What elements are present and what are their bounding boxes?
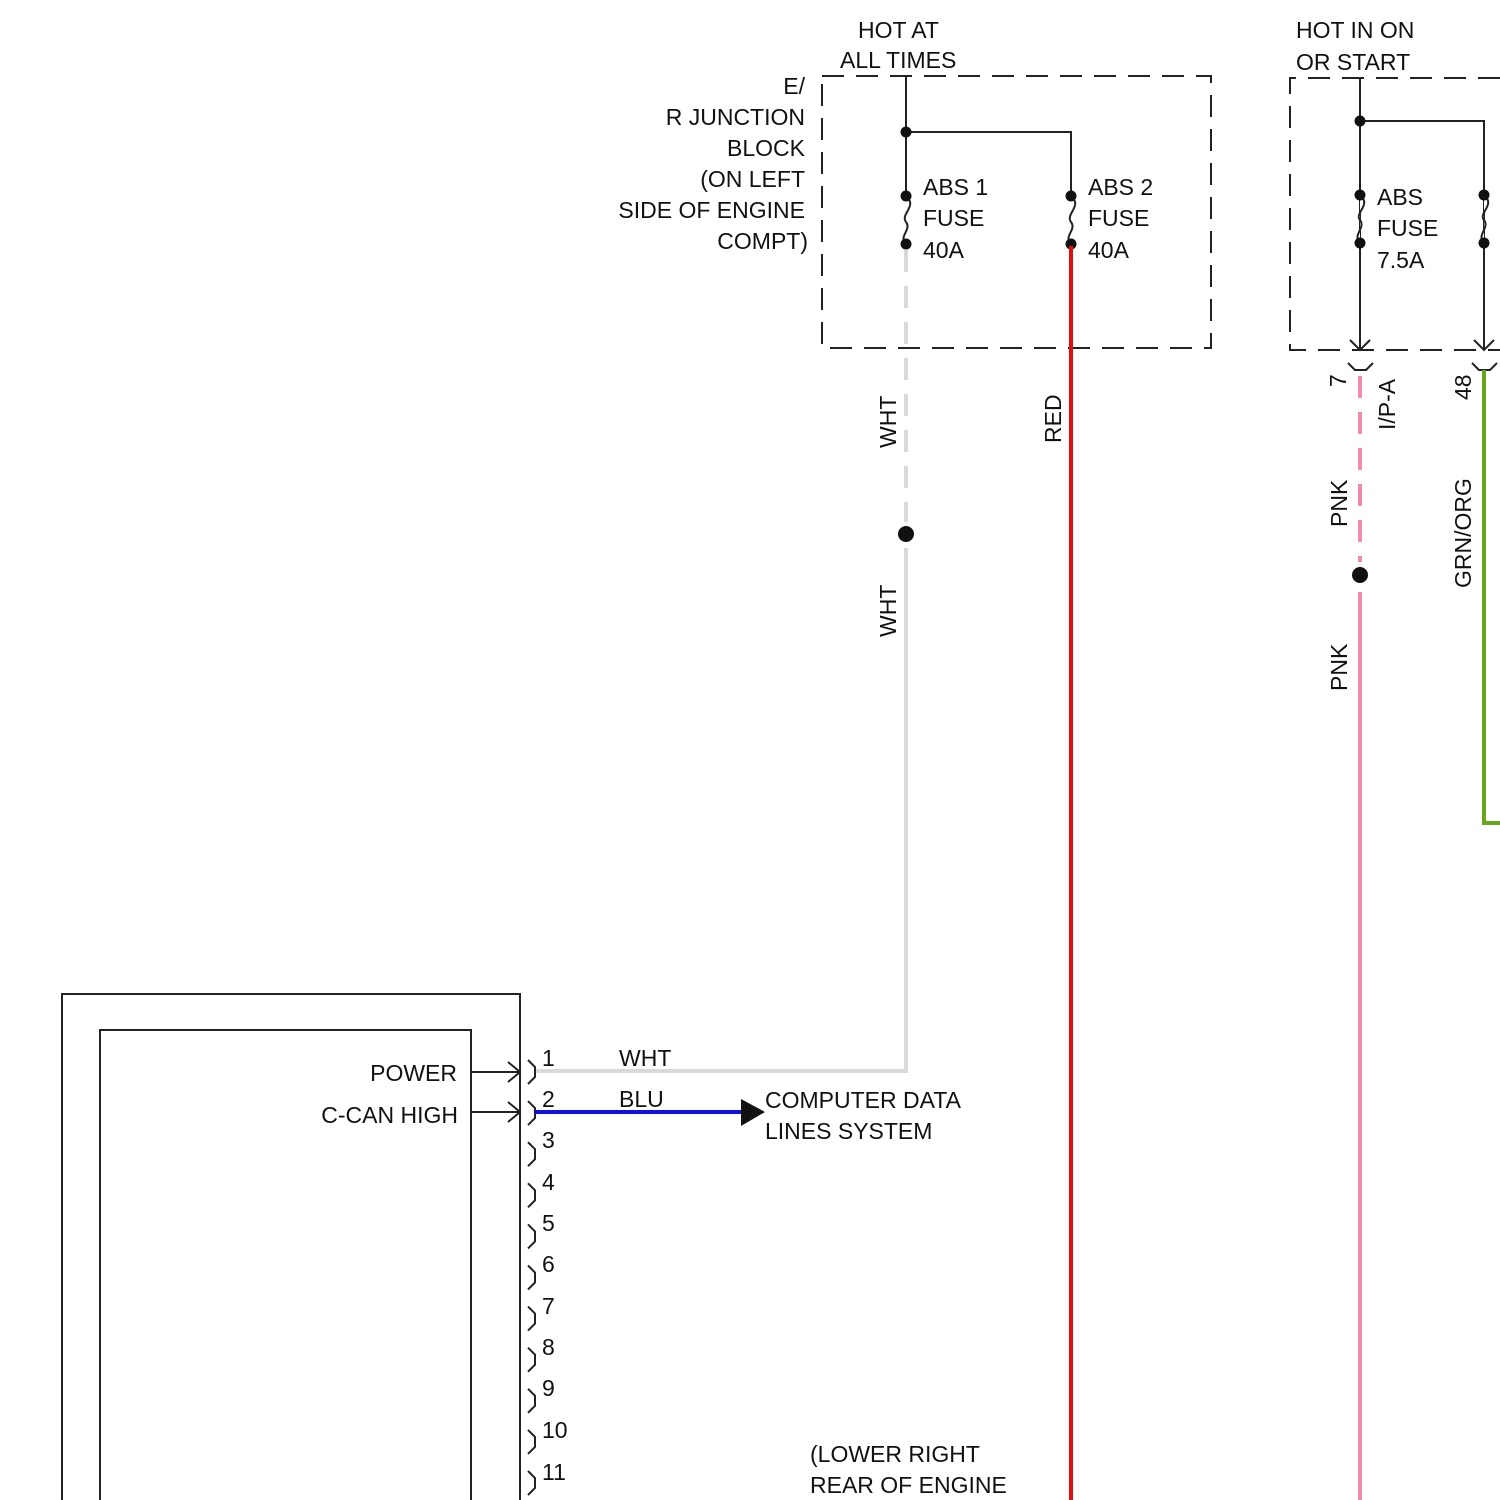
destination-computer-data-lines[interactable]: COMPUTER DATA LINES SYSTEM — [765, 1087, 962, 1144]
splice-dot — [1352, 567, 1368, 583]
input-arrows — [471, 1062, 520, 1122]
supply-label: HOT IN ON — [1296, 17, 1414, 43]
svg-text:ABS 2: ABS 2 — [1088, 174, 1153, 200]
svg-text:4: 4 — [542, 1169, 555, 1195]
arrow-right-icon — [741, 1099, 765, 1126]
wire-label-pnk-lower: PNK — [1326, 643, 1352, 691]
fuse-abs-label: ABS FUSE 7.5A — [1377, 184, 1438, 273]
fuse-abs2-label: ABS 2 FUSE 40A — [1088, 174, 1153, 263]
label-line: R JUNCTION — [666, 104, 805, 130]
svg-text:5: 5 — [542, 1210, 555, 1236]
abs-module-inner — [100, 1030, 471, 1500]
pin-socket-icon — [528, 1101, 535, 1125]
pin-socket-icon — [528, 1142, 535, 1166]
wire-label-pin2: BLU — [619, 1086, 664, 1112]
pin-label-7: 7 — [1325, 374, 1351, 387]
svg-text:8: 8 — [542, 1334, 555, 1360]
svg-text:3: 3 — [542, 1127, 555, 1153]
label-line: SIDE OF ENGINE — [618, 197, 805, 223]
junction-block-left-label: E/ R JUNCTION BLOCK (ON LEFT SIDE OF ENG… — [618, 73, 808, 254]
svg-text:7: 7 — [542, 1293, 555, 1319]
svg-text:(LOWER RIGHT: (LOWER RIGHT — [810, 1441, 980, 1467]
svg-text:40A: 40A — [923, 237, 965, 263]
pin-socket-icon — [528, 1266, 535, 1290]
wire-grn-org — [1484, 370, 1500, 823]
label-line: COMPT) — [717, 228, 808, 254]
wire-label-red: RED — [1040, 394, 1066, 443]
svg-text:COMPUTER DATA: COMPUTER DATA — [765, 1087, 962, 1113]
svg-text:REAR OF ENGINE: REAR OF ENGINE — [810, 1472, 1007, 1498]
supply-label: HOT AT — [858, 17, 939, 43]
svg-text:9: 9 — [542, 1375, 555, 1401]
pin-socket-icon — [528, 1471, 535, 1495]
pin-socket-icon — [528, 1430, 535, 1454]
connector-female-icon — [1472, 363, 1497, 370]
junction-block-left — [822, 76, 1211, 348]
svg-text:1: 1 — [542, 1045, 555, 1071]
pin-socket-icon — [528, 1183, 535, 1207]
wire-label-pin1: WHT — [619, 1045, 671, 1071]
fuse-abs1-label: ABS 1 FUSE 40A — [923, 174, 988, 263]
svg-text:2: 2 — [542, 1086, 555, 1112]
input-power: POWER — [370, 1060, 457, 1086]
wire-label-wht-upper: WHT — [875, 396, 901, 448]
svg-text:ABS: ABS — [1377, 184, 1423, 210]
fuse-abs1-icon — [903, 196, 910, 244]
svg-text:ABS 1: ABS 1 — [923, 174, 988, 200]
splice-dot — [898, 526, 914, 542]
pin-socket-icon — [528, 1307, 535, 1331]
pin-socket-icon — [528, 1060, 535, 1084]
fuse-abs2-icon — [1068, 196, 1075, 244]
input-c-can-high: C-CAN HIGH — [321, 1102, 458, 1128]
wire-label-grn-org: GRN/ORG — [1450, 478, 1476, 588]
svg-text:FUSE: FUSE — [923, 205, 984, 231]
pin-label-48: 48 — [1450, 374, 1476, 400]
location-note: (LOWER RIGHT REAR OF ENGINE — [810, 1441, 1007, 1498]
pin-socket-icon — [528, 1224, 535, 1248]
svg-text:11: 11 — [542, 1459, 566, 1485]
svg-text:6: 6 — [542, 1251, 555, 1277]
connector-female-icon — [1348, 363, 1373, 370]
pin-socket-icon — [528, 1348, 535, 1372]
supply-label: ALL TIMES — [840, 47, 956, 73]
module-connector-pins — [528, 1060, 535, 1495]
supply-label: OR START — [1296, 49, 1410, 75]
svg-text:10: 10 — [542, 1417, 568, 1443]
svg-text:FUSE: FUSE — [1377, 215, 1438, 241]
wire-label-pnk-upper: PNK — [1326, 479, 1352, 527]
svg-text:LINES SYSTEM: LINES SYSTEM — [765, 1118, 932, 1144]
svg-text:7.5A: 7.5A — [1377, 247, 1425, 273]
svg-text:FUSE: FUSE — [1088, 205, 1149, 231]
pin-socket-icon — [528, 1389, 535, 1413]
junction-block-right — [1290, 78, 1500, 350]
label-line: BLOCK — [727, 135, 806, 161]
svg-text:40A: 40A — [1088, 237, 1130, 263]
label-line: E/ — [783, 73, 805, 99]
label-line: (ON LEFT — [700, 166, 805, 192]
wire-label-wht-lower: WHT — [875, 585, 901, 637]
connector-name: I/P-A — [1374, 378, 1400, 430]
wire-wht — [535, 548, 906, 1071]
